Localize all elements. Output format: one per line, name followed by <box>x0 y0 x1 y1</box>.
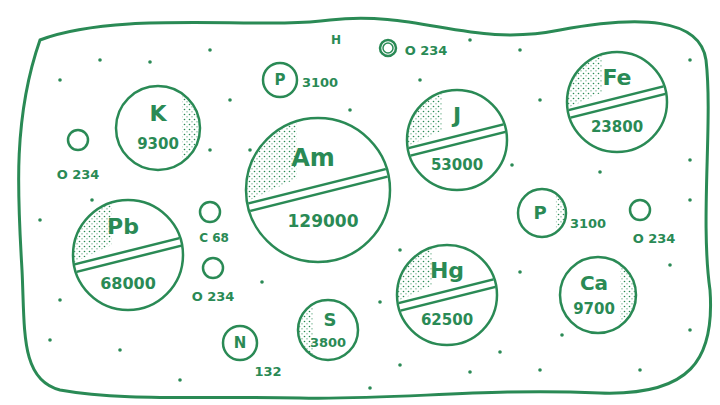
element-circle: K 9300 <box>116 86 200 170</box>
atom-circle <box>392 240 502 350</box>
element-symbol: Ca <box>580 273 608 293</box>
element-symbol: J <box>453 105 461 127</box>
element-circle: J 53000 <box>407 90 507 190</box>
element-symbol: Am <box>291 146 335 170</box>
element-symbol: O 234 <box>57 168 100 181</box>
element-circle: O 234 <box>630 200 650 220</box>
element-symbol: Hg <box>430 260 464 282</box>
atom-circle <box>111 81 205 175</box>
element-circle: Pb 68000 <box>73 200 183 310</box>
element-circle: O 234 <box>68 130 88 150</box>
element-amount: 9700 <box>573 302 615 317</box>
element-symbol: Pb <box>107 216 139 238</box>
element-symbol: O 234 <box>405 44 448 57</box>
atom-circle <box>241 113 395 267</box>
element-amount: 129000 <box>288 213 359 230</box>
element-circle: O 234 <box>380 40 396 56</box>
element-amount: 3800 <box>310 336 346 349</box>
element-label: H <box>331 34 341 46</box>
element-amount: 53000 <box>431 158 483 173</box>
atom-circle <box>293 295 363 365</box>
element-circle: P3100 <box>263 63 297 97</box>
atom-circle <box>555 252 641 338</box>
atom-circle <box>68 195 188 315</box>
element-circle: Ca 9700 <box>560 257 636 333</box>
element-circle: Hg 62500 <box>397 245 497 345</box>
element-symbol: S <box>324 311 337 329</box>
element-symbol: C 68 <box>199 232 229 244</box>
element-amount: 9300 <box>137 137 179 152</box>
element-circle: O 234 <box>203 258 223 278</box>
element-circle: C 68 <box>200 202 220 222</box>
atom-circle <box>402 85 512 195</box>
element-symbol: P <box>275 73 286 88</box>
element-symbol: O 234 <box>633 232 676 245</box>
atom-circle <box>198 253 228 283</box>
element-amount: 132 <box>254 365 281 378</box>
element-circle: Fe 23800 <box>567 52 667 152</box>
element-circle: S 3800 <box>298 300 358 360</box>
element-symbol: Fe <box>602 67 631 89</box>
element-circle: N132 <box>223 326 257 360</box>
element-symbol: O 234 <box>192 290 235 303</box>
element-symbol: K <box>149 103 166 125</box>
element-circle: Am 129000 <box>246 118 390 262</box>
atom-circle <box>562 47 672 157</box>
element-amount: 68000 <box>100 276 156 292</box>
atom-circle <box>195 197 225 227</box>
element-symbol: N <box>234 336 247 351</box>
element-amount: 3100 <box>302 76 338 89</box>
element-circle: P3100 <box>518 189 566 237</box>
element-amount: 23800 <box>591 120 643 135</box>
atom-circle <box>375 35 401 61</box>
atom-circle <box>63 125 93 155</box>
element-symbol: P <box>533 204 546 222</box>
atom-circle <box>625 195 655 225</box>
element-amount: 3100 <box>570 217 606 230</box>
element-amount: 62500 <box>421 313 473 328</box>
